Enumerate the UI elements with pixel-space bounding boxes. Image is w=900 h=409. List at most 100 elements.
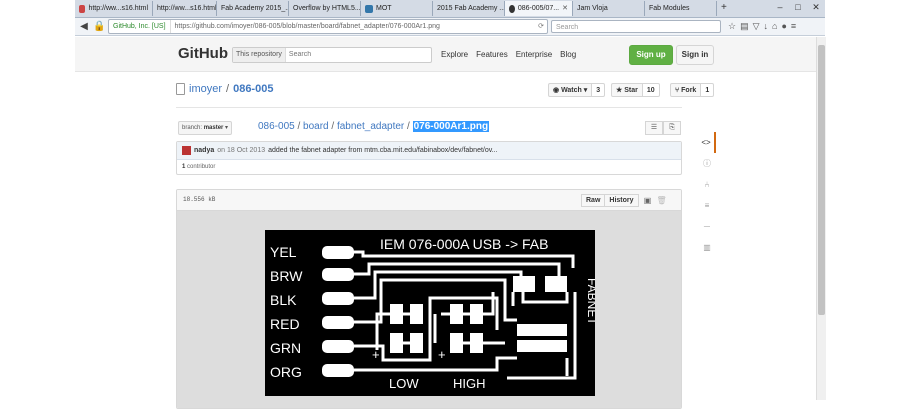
sign-in-button[interactable]: Sign in bbox=[676, 45, 714, 65]
reload-icon[interactable]: ⟳ bbox=[538, 23, 544, 30]
browser-tab[interactable]: 2015 Fab Academy ... bbox=[433, 1, 505, 16]
repo-separator: / bbox=[226, 83, 230, 95]
browser-tab[interactable]: Fab Academy 2015_... bbox=[217, 1, 289, 16]
chat-icon[interactable]: ● bbox=[781, 21, 787, 31]
history-button[interactable]: History bbox=[605, 194, 639, 207]
plus-sign-low: + bbox=[372, 347, 380, 362]
lock-icon: 🔒 bbox=[93, 21, 106, 32]
breadcrumb-separator: / bbox=[407, 121, 413, 132]
github-logo[interactable]: GitHub bbox=[178, 45, 228, 62]
browser-tab-active[interactable]: 086-005/07...✕ bbox=[505, 1, 573, 16]
watch-count[interactable]: 3 bbox=[592, 83, 606, 97]
breadcrumb-board[interactable]: board bbox=[303, 121, 329, 132]
close-icon[interactable]: ✕ bbox=[562, 5, 568, 12]
desktop-icon[interactable]: ▣ bbox=[643, 196, 652, 205]
pulse-icon[interactable]: ⏤ bbox=[703, 222, 711, 231]
breadcrumb: 086-005 / board / fabnet_adapter / 076-0… bbox=[258, 121, 490, 132]
nav-enterprise[interactable]: Enterprise bbox=[515, 50, 553, 59]
commit-info: nadya on 18 Oct 2013 added the fabnet ad… bbox=[176, 141, 682, 175]
commit-message[interactable]: added the fabnet adapter from mtm.cba.mi… bbox=[268, 147, 498, 154]
back-icon[interactable]: ◀ bbox=[80, 21, 88, 32]
wire-label-org: ORG bbox=[270, 364, 302, 380]
url-text: https://github.com/imoyer/086-005/blob/m… bbox=[174, 23, 440, 30]
fork-count[interactable]: 1 bbox=[701, 83, 715, 97]
page-icon bbox=[79, 4, 86, 13]
browser-search-input[interactable]: Search bbox=[551, 20, 721, 33]
caret-down-icon: ▾ bbox=[225, 125, 229, 131]
pcb-high-label: HIGH bbox=[453, 376, 486, 391]
github-icon bbox=[509, 4, 515, 13]
repo-icon bbox=[176, 83, 185, 95]
file-button-group: Raw History bbox=[581, 194, 639, 207]
repo-name-link[interactable]: 086-005 bbox=[233, 83, 274, 95]
pcb-title: IEM 076-000A USB -> FAB bbox=[380, 236, 548, 252]
browser-tab[interactable]: Overflow by HTML5... bbox=[289, 1, 361, 16]
sign-up-button[interactable]: Sign up bbox=[629, 45, 673, 65]
toolbar-icons: ☆ ▤ ▽ ↓ ⌂ ● ≡ bbox=[728, 21, 796, 32]
pull-request-icon[interactable]: ⑃ bbox=[704, 180, 710, 189]
fork-button[interactable]: ⑂ Fork bbox=[670, 83, 702, 97]
nav-explore[interactable]: Explore bbox=[441, 50, 469, 59]
trash-icon: 🗑 bbox=[656, 196, 667, 205]
menu-icon[interactable]: ≡ bbox=[790, 21, 797, 31]
commit-author[interactable]: nadya bbox=[194, 147, 215, 154]
maximize-icon[interactable]: □ bbox=[795, 2, 801, 12]
header-divider bbox=[176, 107, 682, 108]
file-tools: ☰ ⎘ bbox=[645, 121, 681, 135]
clipboard-icon[interactable]: ▤ bbox=[740, 21, 749, 31]
code-icon[interactable]: <> bbox=[698, 132, 716, 153]
file-header: 18.556 kB Raw History ▣ 🗑 bbox=[177, 190, 681, 211]
nav-features[interactable]: Features bbox=[476, 50, 508, 59]
github-header: GitHub This repository Explore Features … bbox=[75, 37, 825, 72]
branch-selector[interactable]: branch: master ▾ bbox=[178, 121, 233, 135]
browser-tab[interactable]: Jam Vloja bbox=[573, 1, 645, 16]
graph-icon[interactable]: ▥ bbox=[703, 243, 711, 252]
commit-date: on 18 Oct 2013 bbox=[217, 147, 266, 154]
commit-tease: nadya on 18 Oct 2013 added the fabnet ad… bbox=[177, 142, 681, 160]
file-viewer: 18.556 kB Raw History ▣ 🗑 bbox=[176, 189, 682, 409]
main-nav: Explore Features Enterprise Blog bbox=[441, 50, 576, 59]
repo-sidebar: <> ⓘ ⑃ ≡ ⏤ ▥ bbox=[698, 132, 716, 258]
pocket-icon[interactable]: ▽ bbox=[752, 21, 760, 31]
star-icon: ★ bbox=[616, 87, 625, 94]
avatar[interactable] bbox=[182, 146, 191, 155]
home-icon[interactable]: ⌂ bbox=[772, 21, 778, 31]
pcb-pads bbox=[322, 246, 567, 377]
new-tab-button[interactable]: + bbox=[721, 2, 727, 13]
browser-tab[interactable]: MOT bbox=[361, 1, 433, 16]
star-icon[interactable]: ☆ bbox=[728, 21, 737, 31]
repo-owner-link[interactable]: imoyer bbox=[189, 83, 223, 95]
search-scope-label: This repository bbox=[233, 48, 286, 62]
raw-button[interactable]: Raw bbox=[581, 194, 606, 207]
browser-tab[interactable]: Fab Modules bbox=[645, 1, 717, 16]
plus-sign-high: + bbox=[438, 347, 446, 362]
contributors[interactable]: 1 contributor bbox=[177, 160, 681, 175]
download-icon[interactable]: ↓ bbox=[763, 21, 769, 31]
star-count[interactable]: 10 bbox=[642, 83, 660, 97]
browser-tab[interactable]: http://ww...s16.html bbox=[153, 1, 217, 16]
breadcrumb-repo[interactable]: 086-005 bbox=[258, 121, 295, 132]
scrollbar-thumb[interactable] bbox=[818, 45, 825, 315]
star-button-group: ★ Star 10 bbox=[611, 83, 660, 97]
breadcrumb-separator: / bbox=[297, 121, 304, 132]
breadcrumb-fabnet-adapter[interactable]: fabnet_adapter bbox=[336, 121, 405, 132]
close-window-icon[interactable]: ✕ bbox=[812, 2, 820, 12]
repo-search: This repository bbox=[232, 47, 432, 63]
pcb-drawing: IEM 076-000A USB -> FAB YEL BRW BLK RED … bbox=[270, 236, 595, 391]
page-scrollbar[interactable] bbox=[816, 37, 826, 400]
nav-blog[interactable]: Blog bbox=[560, 50, 577, 59]
url-bar[interactable]: GitHub, Inc. [US] https://github.com/imo… bbox=[108, 19, 548, 34]
pcb-image: IEM 076-000A USB -> FAB YEL BRW BLK RED … bbox=[265, 230, 595, 396]
page-icon bbox=[365, 4, 373, 13]
minimize-icon[interactable]: – bbox=[777, 2, 783, 12]
list-icon[interactable]: ☰ bbox=[645, 121, 663, 135]
search-input[interactable] bbox=[285, 48, 412, 60]
copy-icon[interactable]: ⎘ bbox=[663, 121, 681, 135]
issues-icon[interactable]: ⓘ bbox=[703, 159, 711, 168]
repo-title: imoyer / 086-005 bbox=[176, 83, 273, 95]
star-button[interactable]: ★ Star bbox=[611, 83, 643, 97]
contributors-label: contributor bbox=[187, 164, 216, 170]
breadcrumb-separator: / bbox=[331, 121, 337, 132]
watch-button[interactable]: ◉ Watch ▾ bbox=[548, 83, 593, 97]
browser-tab[interactable]: http://ww...s16.html bbox=[75, 1, 153, 16]
